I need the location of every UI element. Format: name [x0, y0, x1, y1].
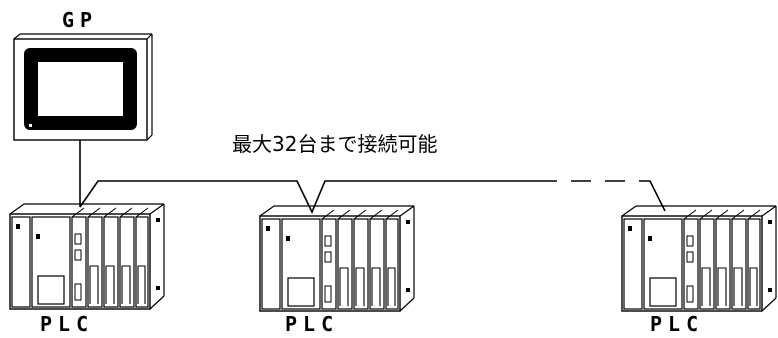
gp-label: GP	[62, 8, 99, 32]
gp-panel	[13, 33, 153, 141]
network-line-solid-1	[79, 180, 537, 214]
plc-label: PLC	[285, 312, 340, 336]
connection-note: 最大32台まで接続可能	[232, 132, 438, 156]
plc-unit-2	[259, 205, 415, 312]
plc-label: PLC	[650, 312, 705, 336]
plc-label: PLC	[40, 312, 95, 336]
plc-unit-1	[9, 203, 165, 310]
network-line-solid-2	[640, 180, 666, 212]
plc-unit-3	[621, 205, 777, 312]
